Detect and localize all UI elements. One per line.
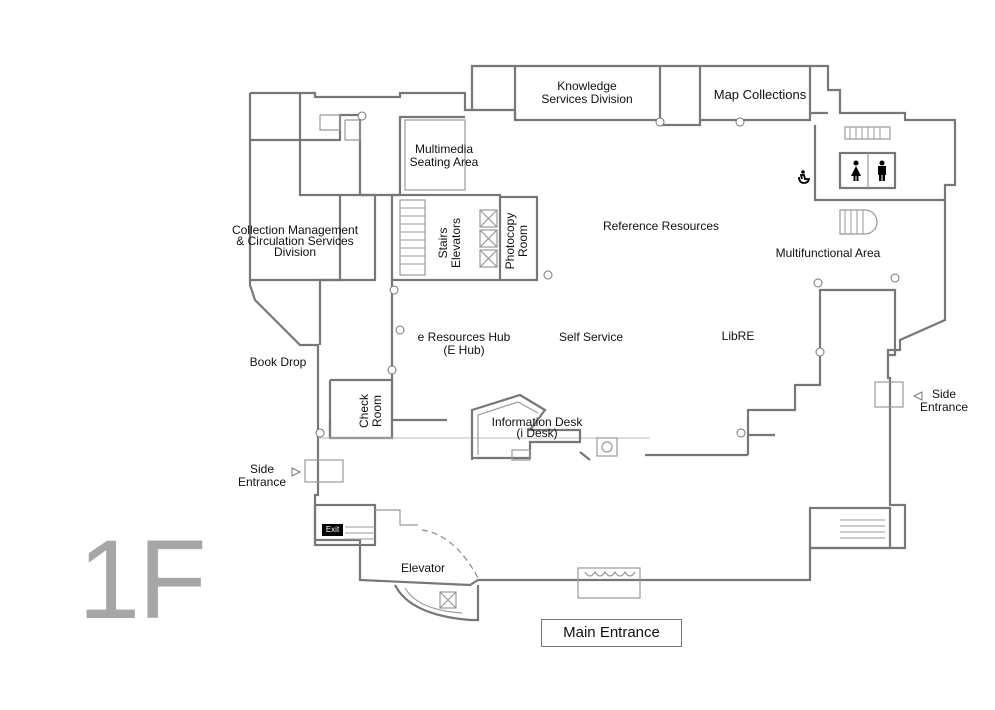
male-restroom-icon [878, 160, 886, 181]
elevator-shaft [479, 209, 498, 228]
north-hall-wall [472, 108, 828, 127]
core-stair [399, 199, 426, 276]
west-offices [319, 114, 341, 131]
elevator-shaft [479, 209, 498, 228]
room-label-book-drop: Book Drop [249, 355, 307, 369]
information-desk [477, 401, 539, 455]
side-entrance-left-door [304, 459, 344, 483]
side-entrance-left-arrow [291, 467, 302, 477]
core-wall [390, 193, 502, 282]
room-label-self-service: Self Service [558, 330, 624, 344]
columns [315, 111, 900, 438]
multimedia-room-wall [404, 119, 466, 191]
elevator-bay [404, 587, 463, 614]
kiosk [596, 437, 618, 457]
kiosk [601, 441, 613, 453]
information-desk [511, 449, 531, 461]
exit-corridor [375, 509, 418, 526]
elevator-shaft [479, 249, 498, 268]
side-entrance-right-arrow [912, 391, 923, 401]
exit-stair-left [313, 503, 377, 547]
stair-treads [849, 127, 881, 139]
main-entrance-door [577, 567, 641, 599]
west-offices [344, 119, 361, 141]
elevator-shaft [479, 249, 498, 268]
stair-treads [345, 526, 375, 540]
room-label-elevator: Elevator [400, 561, 446, 575]
spiral-stair [839, 209, 878, 235]
elevator-shaft [479, 229, 498, 248]
east-stepped-wall [746, 288, 897, 455]
room-label-multifunctional-area: Multifunctional Area [775, 246, 881, 260]
room-label-collection-management: Collection Management& Circulation Servi… [231, 223, 359, 259]
photocopy-room-wall [500, 195, 539, 282]
stair-treads [844, 210, 864, 234]
wall [579, 451, 591, 461]
room-label-e-resources-hub: e Resources Hub(E Hub) [417, 330, 511, 357]
main-entrance-door [584, 570, 636, 577]
stair-treads [400, 207, 425, 265]
side-entrance-right-door [874, 381, 904, 408]
west-offices [318, 193, 377, 345]
room-label-libre: LibRE [721, 329, 755, 343]
elevator-shaft [479, 229, 498, 248]
exit-sign: Exit [322, 524, 343, 536]
floor-number: 1F [78, 517, 207, 642]
accessible-restroom-icon [798, 170, 811, 184]
room-label-map-collections: Map Collections [713, 87, 807, 102]
main-entrance-label: Main Entrance [541, 619, 682, 647]
restroom-block [813, 125, 945, 202]
room-label-information-desk: Information Desk(i Desk) [491, 415, 583, 440]
elevator-glass-curve [421, 529, 479, 579]
elevator-bay [394, 584, 480, 622]
room-label-reference-resources: Reference Resources [602, 219, 720, 233]
west-offices [250, 138, 342, 282]
female-restroom-icon [851, 160, 861, 181]
exit-stair-right [808, 506, 892, 550]
elevator-car [439, 591, 457, 609]
elevator-car [439, 591, 457, 609]
stair-treads [840, 519, 885, 539]
